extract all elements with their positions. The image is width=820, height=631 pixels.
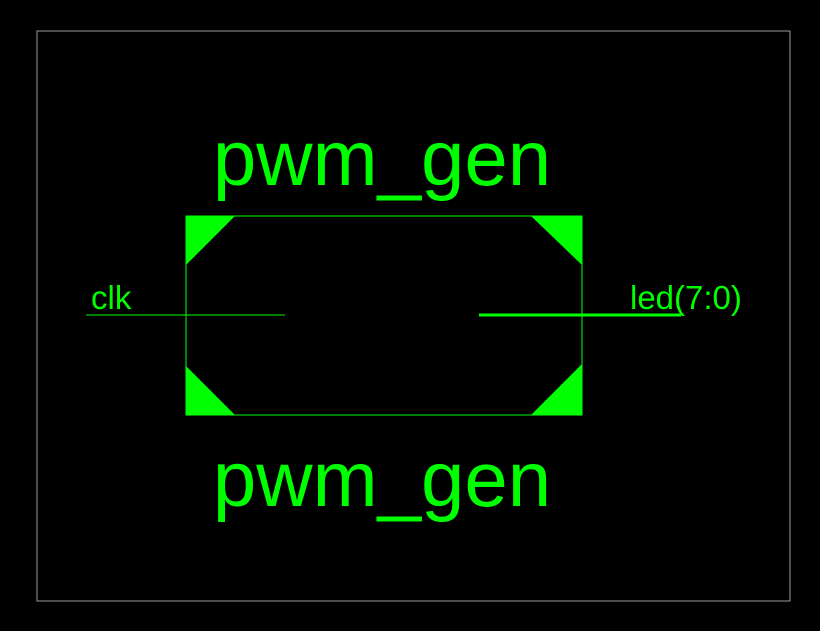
led-port-label: led(7:0) <box>630 279 742 316</box>
pwm-gen-block[interactable] <box>185 215 583 416</box>
instance-name-label: pwm_gen <box>213 114 551 202</box>
block-corner-top-right <box>531 216 582 265</box>
block-corner-bottom-left <box>186 366 235 415</box>
clk-port-label: clk <box>91 279 132 316</box>
block-corner-top-left <box>186 216 235 265</box>
block-corner-bottom-right <box>531 364 582 415</box>
module-name-label: pwm_gen <box>213 435 551 523</box>
sheet-frame <box>36 30 791 602</box>
